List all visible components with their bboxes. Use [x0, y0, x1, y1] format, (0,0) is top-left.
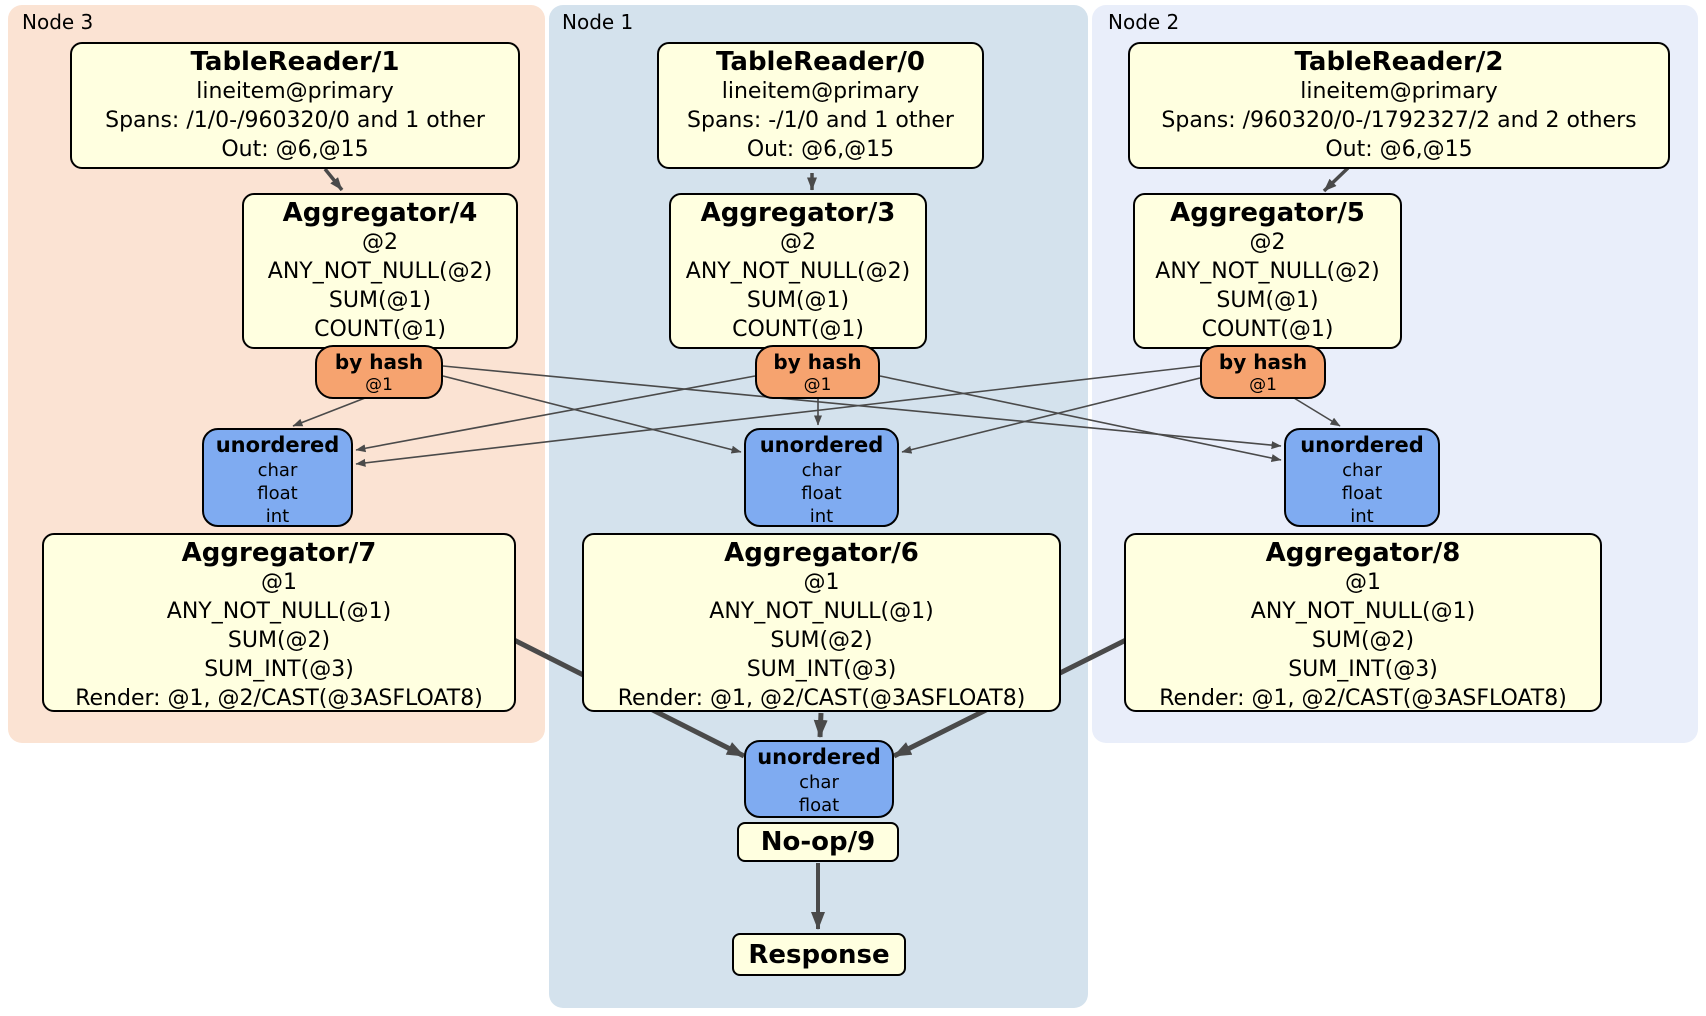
- processor-title: TableReader/1: [190, 47, 400, 77]
- sync-unordered-final: unordered char float: [744, 740, 894, 818]
- router-columns: @1: [1249, 375, 1277, 395]
- processor-title: TableReader/0: [716, 47, 925, 77]
- sync-type: int: [265, 506, 290, 527]
- agg-fn: SUM(@2): [1311, 628, 1415, 653]
- sync-label: unordered: [757, 745, 881, 769]
- processor-spans: Spans: /960320/0-/1792327/2 and 2 others: [1161, 108, 1637, 133]
- sync-type: char: [257, 460, 298, 481]
- agg-group-cols: @1: [803, 570, 840, 595]
- processor-aggregator-3: Aggregator/3 @2 ANY_NOT_NULL(@2) SUM(@1)…: [669, 193, 927, 349]
- agg-fn: ANY_NOT_NULL(@1): [166, 599, 392, 624]
- edge-hash4-sync7: [292, 397, 366, 427]
- agg-render: Render: @1, @2/CAST(@3ASFLOAT8): [617, 686, 1026, 711]
- sync-type: int: [1350, 506, 1374, 527]
- agg-fn: COUNT(@1): [732, 317, 864, 342]
- processor-title: No-op/9: [760, 827, 876, 857]
- router-label: by hash: [773, 350, 862, 374]
- processor-out: Out: @6,@15: [746, 137, 895, 162]
- agg-fn: SUM(@1): [746, 288, 850, 313]
- processor-title: Aggregator/6: [724, 538, 919, 568]
- router-columns: @1: [365, 375, 393, 395]
- processor-out: Out: @6,@15: [1325, 137, 1473, 162]
- edge-agg6-syncfinal: [813, 712, 828, 738]
- agg-fn: SUM_INT(@3): [746, 657, 897, 682]
- agg-fn: COUNT(@1): [1201, 317, 1334, 342]
- sync-label: unordered: [215, 433, 340, 457]
- region-label-node1: Node 1: [562, 10, 634, 34]
- agg-fn: SUM_INT(@3): [204, 657, 354, 682]
- router-by-hash-3: by hash @1: [755, 345, 880, 399]
- edge-hash5-sync6: [901, 377, 1201, 454]
- region-label-node3: Node 3: [22, 10, 94, 34]
- edge-hash3-sync8: [879, 375, 1282, 462]
- agg-render: Render: @1, @2/CAST(@3ASFLOAT8): [1159, 686, 1567, 711]
- agg-fn: SUM_INT(@3): [1288, 657, 1438, 682]
- processor-spans: Spans: /1/0-/960320/0 and 1 other: [105, 108, 485, 133]
- processor-title: Aggregator/4: [282, 198, 478, 228]
- region-label-node2: Node 2: [1108, 10, 1180, 34]
- edge-hash4-sync6: [442, 375, 742, 454]
- agg-group-cols: @1: [1345, 570, 1381, 595]
- processor-index: lineitem@primary: [196, 79, 394, 104]
- sync-type: float: [798, 795, 840, 816]
- edge-hash5-sync8: [1293, 397, 1341, 427]
- processor-aggregator-5: Aggregator/5 @2 ANY_NOT_NULL(@2) SUM(@1)…: [1133, 193, 1402, 349]
- processor-index: lineitem@primary: [1300, 79, 1498, 104]
- sync-type: int: [809, 506, 834, 527]
- processor-aggregator-7: Aggregator/7 @1 ANY_NOT_NULL(@1) SUM(@2)…: [42, 533, 516, 712]
- processor-tablereader-2: TableReader/2 lineitem@primary Spans: /9…: [1128, 42, 1670, 169]
- edge-tr2-agg5: [1322, 166, 1350, 193]
- sync-unordered-6: unordered char float int: [744, 428, 899, 527]
- sync-unordered-7: unordered char float int: [202, 428, 353, 527]
- agg-group-cols: @1: [261, 570, 297, 595]
- processor-title: TableReader/2: [1294, 47, 1504, 77]
- sync-unordered-8: unordered char float int: [1284, 428, 1440, 527]
- sync-type: float: [801, 483, 842, 504]
- agg-fn: COUNT(@1): [314, 317, 446, 342]
- processor-tablereader-0: TableReader/0 lineitem@primary Spans: -/…: [657, 42, 984, 169]
- sync-label: unordered: [1300, 433, 1424, 457]
- processor-aggregator-6: Aggregator/6 @1 ANY_NOT_NULL(@1) SUM(@2)…: [582, 533, 1061, 712]
- processor-tablereader-1: TableReader/1 lineitem@primary Spans: /1…: [70, 42, 520, 169]
- router-label: by hash: [334, 350, 424, 374]
- sync-type: char: [801, 460, 842, 481]
- processor-aggregator-4: Aggregator/4 @2 ANY_NOT_NULL(@2) SUM(@1)…: [242, 193, 518, 349]
- processor-title: Aggregator/5: [1170, 198, 1365, 228]
- processor-spans: Spans: -/1/0 and 1 other: [687, 108, 954, 133]
- sync-type: float: [257, 483, 298, 504]
- processor-title: Aggregator/7: [181, 538, 377, 568]
- processor-index: lineitem@primary: [721, 79, 920, 104]
- processor-title: Aggregator/3: [700, 198, 896, 228]
- agg-render: Render: @1, @2/CAST(@3ASFLOAT8): [75, 686, 483, 711]
- edge-tr1-agg4: [323, 167, 344, 192]
- agg-group-cols: @2: [1249, 230, 1286, 255]
- agg-group-cols: @2: [780, 230, 816, 255]
- sync-type: float: [1341, 483, 1383, 504]
- agg-fn: ANY_NOT_NULL(@1): [1250, 599, 1476, 624]
- agg-fn: SUM(@2): [227, 628, 331, 653]
- router-columns: @1: [803, 375, 832, 395]
- processor-out: Out: @6,@15: [221, 137, 369, 162]
- processor-title: Response: [748, 939, 890, 970]
- agg-fn: SUM(@2): [770, 628, 873, 653]
- processor-noop-9: No-op/9: [737, 822, 899, 862]
- edge-hash5-sync7: [355, 365, 1201, 467]
- agg-fn: ANY_NOT_NULL(@1): [709, 599, 934, 624]
- sync-type: char: [1342, 460, 1382, 481]
- sync-type: char: [799, 772, 839, 793]
- agg-fn: SUM(@1): [1216, 288, 1319, 313]
- agg-fn: ANY_NOT_NULL(@2): [1155, 259, 1380, 284]
- edge-hash3-sync7: [355, 375, 756, 453]
- router-label: by hash: [1218, 350, 1308, 374]
- agg-fn: SUM(@1): [328, 288, 432, 313]
- agg-group-cols: @2: [362, 230, 398, 255]
- router-by-hash-4: by hash @1: [315, 345, 443, 399]
- agg-fn: ANY_NOT_NULL(@2): [685, 259, 911, 284]
- processor-aggregator-8: Aggregator/8 @1 ANY_NOT_NULL(@1) SUM(@2)…: [1124, 533, 1602, 712]
- router-by-hash-5: by hash @1: [1200, 345, 1326, 399]
- sync-label: unordered: [759, 433, 884, 457]
- agg-fn: ANY_NOT_NULL(@2): [267, 259, 493, 284]
- response-node: Response: [732, 933, 906, 976]
- processor-title: Aggregator/8: [1265, 538, 1461, 568]
